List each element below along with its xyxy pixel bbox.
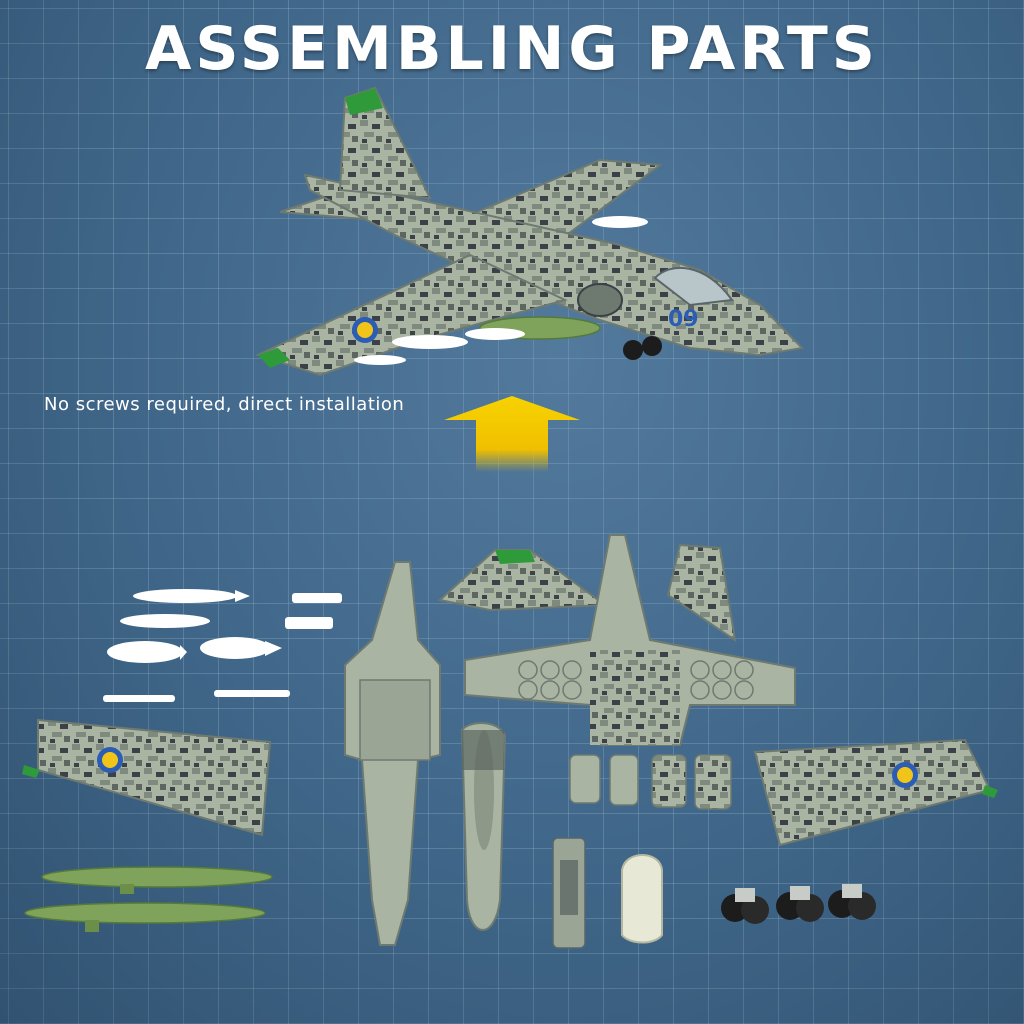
part-fuel-tanks <box>24 866 273 932</box>
aircraft-tail-number: 09 <box>668 307 699 332</box>
aircraft-missile <box>354 355 406 365</box>
aircraft-wing-tip <box>258 348 290 368</box>
aircraft-roundel <box>352 317 378 343</box>
up-arrow <box>444 396 580 472</box>
assembled-aircraft: 09 <box>255 86 805 377</box>
page-title: ASSEMBLING PARTS <box>144 14 880 84</box>
aircraft-wheel <box>623 340 643 360</box>
part-rear-fuselage <box>464 534 796 746</box>
part-canopy <box>621 854 663 944</box>
part-wheels <box>721 884 876 924</box>
aircraft-missile <box>592 216 648 228</box>
aircraft-fuselage <box>303 173 805 357</box>
part-tail-fin <box>666 543 737 643</box>
part-cockpit-seat <box>552 837 586 949</box>
aircraft-intake <box>577 283 623 317</box>
part-fuselage-half <box>344 561 441 946</box>
aircraft-missile <box>465 328 525 340</box>
part-nose-section <box>460 722 507 931</box>
aircraft-canopy <box>653 266 734 307</box>
part-right-wing <box>753 738 998 847</box>
parts-layout <box>22 534 998 949</box>
part-missiles <box>103 589 342 702</box>
aircraft-wheel <box>642 336 662 356</box>
part-engine-nozzles <box>569 754 732 810</box>
aircraft-missile <box>392 335 468 349</box>
part-vertical-tail <box>437 549 608 612</box>
installation-caption: No screws required, direct installation <box>44 394 405 415</box>
part-left-wing <box>22 718 272 837</box>
aircraft-tail-tip <box>345 88 383 115</box>
